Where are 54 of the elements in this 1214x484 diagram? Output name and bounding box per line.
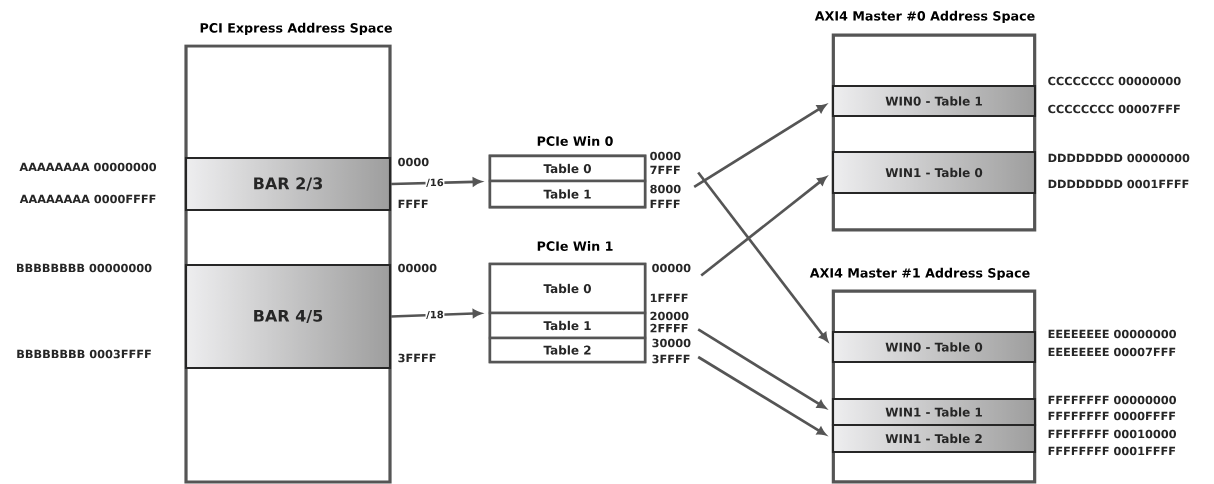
- address-label: 20000: [650, 311, 689, 321]
- address-label: 3FFFF: [398, 353, 436, 363]
- arrow: [697, 328, 827, 409]
- address-label: 7FFF: [650, 165, 680, 175]
- arrow: [391, 309, 482, 318]
- address-label: EEEEEEEE 00007FFF: [1048, 347, 1176, 357]
- heading: PCI Express Address Space: [200, 22, 392, 36]
- address-range-band: WIN1 - Table 1: [831, 397, 1037, 427]
- address-label: FFFF: [398, 199, 428, 209]
- address-range-band: BAR 4/5: [184, 263, 392, 370]
- address-label: FFFFFFFF 00010000: [1048, 429, 1177, 439]
- address-range-band: WIN1 - Table 2: [831, 423, 1037, 454]
- address-label: FFFF: [650, 199, 680, 209]
- address-label: CCCCCCCC 00000000: [1048, 76, 1181, 86]
- address-label: 8000: [650, 184, 681, 194]
- address-label: 00000: [652, 263, 691, 273]
- address-label: 0000: [398, 157, 429, 167]
- address-label: FFFFFFFF 00000000: [1048, 395, 1177, 405]
- address-label: DDDDDDDD 0001FFFF: [1048, 179, 1189, 189]
- address-label: EEEEEEEE 00000000: [1048, 329, 1177, 339]
- table-row: Table 1: [488, 179, 647, 209]
- address-label: 3FFFF: [652, 354, 690, 364]
- address-label: DDDDDDDD 00000000: [1048, 153, 1190, 163]
- heading: PCIe Win 0: [537, 136, 613, 146]
- table-row: Table 1: [488, 311, 647, 340]
- address-range-band: WIN0 - Table 1: [831, 84, 1037, 118]
- address-range-band: BAR 2/3: [184, 156, 392, 212]
- address-label: 2FFFF: [650, 323, 688, 333]
- arrow: [700, 176, 827, 277]
- address-label: AAAAAAAA 0000FFFF: [19, 194, 156, 204]
- address-label: 0000: [650, 151, 681, 161]
- edge-label: /16: [426, 178, 444, 188]
- heading: AXI4 Master #1 Address Space: [809, 267, 1030, 281]
- address-range-band: WIN0 - Table 0: [831, 330, 1037, 364]
- address-label: 30000: [652, 338, 691, 348]
- address-label: 00000: [398, 263, 437, 273]
- arrow: [391, 177, 482, 187]
- arrow: [697, 171, 829, 342]
- arrow: [697, 355, 827, 436]
- address-label: CCCCCCCC 00007FFF: [1048, 104, 1180, 114]
- address-label: BBBBBBBB 00000000: [17, 263, 152, 273]
- heading: PCIe Win 1: [537, 241, 613, 251]
- table-row: Table 0: [488, 262, 647, 315]
- address-label: FFFFFFFF 0001FFFF: [1048, 446, 1176, 456]
- address-range-band: WIN1 - Table 0: [831, 150, 1037, 195]
- address-label: FFFFFFFF 0000FFFF: [1048, 411, 1176, 421]
- edge-label: /18: [426, 310, 444, 320]
- heading: AXI4 Master #0 Address Space: [814, 10, 1035, 24]
- table-row: Table 0: [488, 154, 647, 183]
- table-row: Table 2: [488, 336, 647, 364]
- address-label: BBBBBBBB 0003FFFF: [17, 349, 151, 359]
- address-label: 1FFFF: [650, 293, 688, 303]
- arrow: [693, 104, 827, 189]
- address-label: AAAAAAAA 00000000: [19, 162, 157, 172]
